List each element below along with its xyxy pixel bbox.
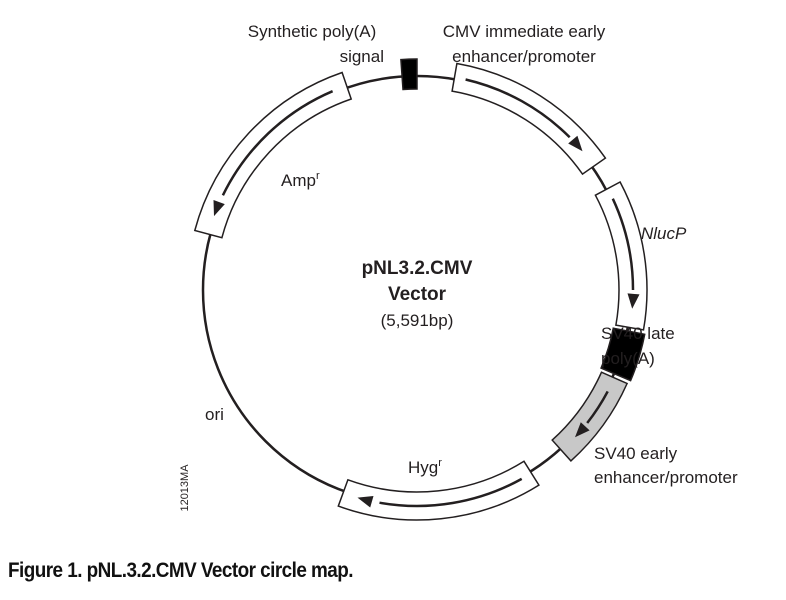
sv40-late-polya-feature xyxy=(600,327,646,382)
sv40-early-arrowhead xyxy=(575,422,590,438)
sv40-early-promoter-feature xyxy=(551,371,629,462)
cmv-direction-arrow xyxy=(465,78,571,139)
hyg-label: Hygr xyxy=(408,457,442,477)
amp-feature xyxy=(193,71,353,239)
cmv-label-line2: enhancer/promoter xyxy=(452,47,596,66)
amp-label-text: Amp xyxy=(281,171,316,190)
synthetic-polya-label-line1: Synthetic poly(A) xyxy=(248,22,377,41)
vector-name-line2: Vector xyxy=(388,284,447,305)
nlucp-feature xyxy=(594,180,648,331)
figure-caption: Figure 1. pNL.3.2.CMV Vector circle map. xyxy=(8,559,354,582)
sv40-late-label-line2: poly(A) xyxy=(601,349,655,368)
nlucp-direction-arrow xyxy=(611,198,635,291)
amp-arrowhead xyxy=(213,200,225,217)
vector-name-line1: pNL3.2.CMV xyxy=(362,258,473,279)
hyg-label-superscript: r xyxy=(438,457,442,469)
ori-label: ori xyxy=(205,405,224,424)
hyg-label-text: Hyg xyxy=(408,458,438,477)
cmv-label-line1: CMV immediate early xyxy=(443,22,606,41)
hyg-arrowhead xyxy=(357,496,374,508)
hyg-direction-arrow xyxy=(379,477,523,508)
figure-code: 12013MA xyxy=(179,464,191,512)
amp-label: Ampr xyxy=(281,170,320,190)
cmv-arrowhead xyxy=(568,135,583,152)
amp-direction-arrow xyxy=(221,90,334,196)
synthetic-polya-feature xyxy=(400,58,418,91)
plasmid-map: Synthetic poly(A) signal CMV immediate e… xyxy=(179,22,738,521)
vector-size: (5,591bp) xyxy=(381,311,454,330)
sv40-early-direction-arrow xyxy=(586,390,609,424)
synthetic-polya-label-line2: signal xyxy=(340,47,384,66)
nlucp-label: NlucP xyxy=(641,224,687,243)
sv40-late-label-line1: SV40 late xyxy=(601,324,675,343)
sv40-early-label-line1: SV40 early xyxy=(594,444,678,463)
cmv-promoter-feature xyxy=(451,62,607,176)
hyg-feature xyxy=(337,460,540,521)
amp-label-superscript: r xyxy=(316,170,320,182)
sv40-early-label-line2: enhancer/promoter xyxy=(594,468,738,487)
nlucp-arrowhead xyxy=(627,293,640,309)
